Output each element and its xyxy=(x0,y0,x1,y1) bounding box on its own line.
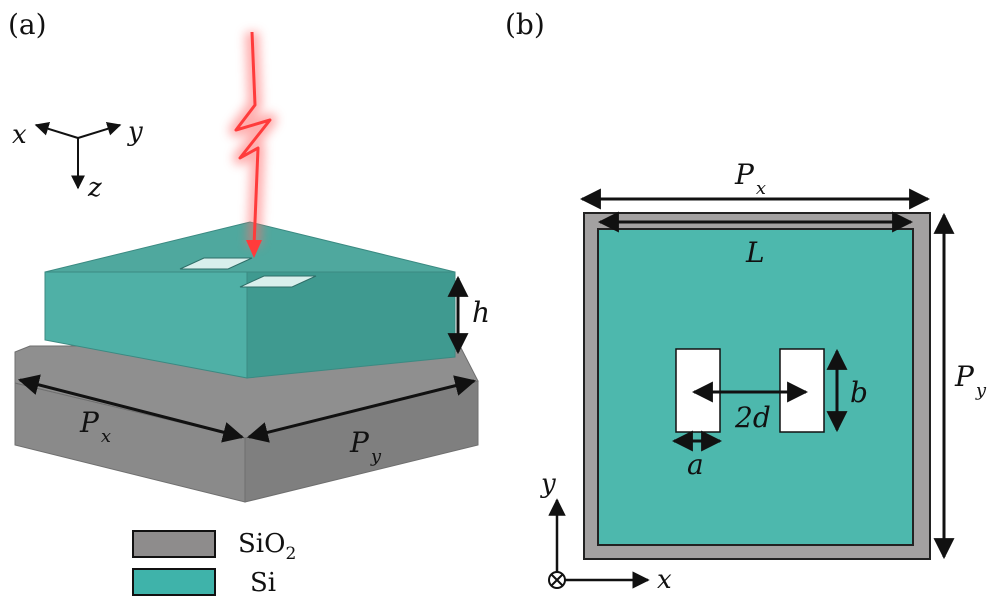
a-label: a xyxy=(687,448,704,481)
coordinate-axes-b: y x xyxy=(540,469,672,595)
legend-label-sio2: SiO2 xyxy=(238,529,296,564)
panel-a-label: (a) xyxy=(8,8,47,41)
axis-x-label-b: x xyxy=(657,565,672,595)
legend-label-si: Si xyxy=(250,568,276,598)
b-label: b xyxy=(850,376,868,409)
axis-y-label-b: y xyxy=(540,469,556,499)
axis-y-label: y xyxy=(127,117,143,147)
axis-z-label: z xyxy=(87,173,102,203)
l-label: L xyxy=(745,236,765,269)
2d-label: 2d xyxy=(734,401,771,434)
px-dimension-arrow-a xyxy=(17,374,245,443)
x-axis-arrow xyxy=(34,122,79,139)
legend-swatch-si xyxy=(132,568,216,596)
incident-beam xyxy=(229,31,277,258)
legend-swatch-sio2 xyxy=(132,530,216,558)
py-dimension-arrow-a xyxy=(246,375,477,443)
substrate-top-face xyxy=(14,345,479,439)
legend: SiO2 Si xyxy=(132,529,296,598)
slot-right xyxy=(239,275,317,288)
panel-b-label: (b) xyxy=(505,8,545,41)
coordinate-axes-a: x y z xyxy=(12,117,143,203)
y-axis-arrow xyxy=(77,122,122,139)
h-label: h xyxy=(472,296,490,329)
panel-a: (a) x y z xyxy=(8,8,490,503)
axis-x-label: x xyxy=(12,120,27,150)
slot-left xyxy=(179,257,253,270)
